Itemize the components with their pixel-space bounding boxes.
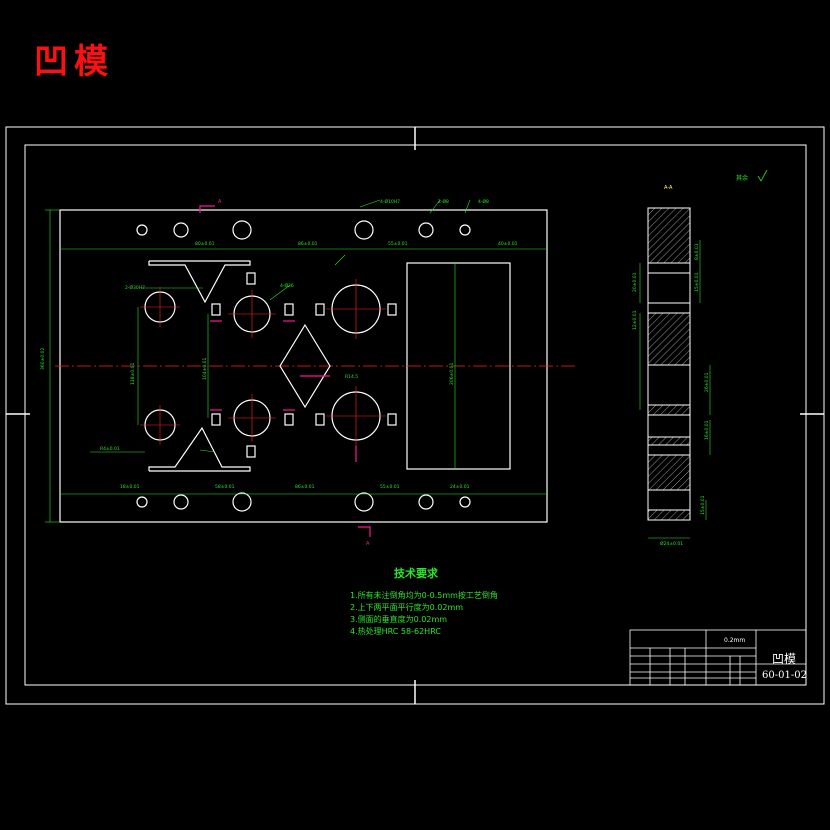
title-block-scale: 0.2mm bbox=[724, 637, 746, 644]
svg-text:2-Ø8: 2-Ø8 bbox=[438, 198, 449, 205]
svg-text:55±0.01: 55±0.01 bbox=[388, 241, 408, 247]
svg-text:Ø24±0.01: Ø24±0.01 bbox=[660, 540, 683, 547]
pilot-slots bbox=[211, 272, 397, 458]
svg-text:80±0.01: 80±0.01 bbox=[195, 241, 215, 247]
title-block bbox=[629, 629, 807, 686]
svg-text:86±0.01: 86±0.01 bbox=[295, 484, 315, 490]
svg-text:R14.5: R14.5 bbox=[345, 374, 358, 380]
svg-text:12±0.01: 12±0.01 bbox=[632, 310, 638, 330]
page-title: 凹模 bbox=[34, 42, 114, 82]
svg-text:2-Ø30H7: 2-Ø30H7 bbox=[125, 284, 145, 291]
technical-requirements: 技术要求 1.所有未注倒角均为0-0.5mm按工艺倒角 2.上下两平面平行度为0… bbox=[350, 568, 498, 638]
title-block-drawing-code: 60-01-02 bbox=[762, 670, 807, 681]
section-hatching bbox=[648, 208, 690, 520]
section-marker-bottom: A bbox=[366, 541, 370, 547]
section-view-label: A-A bbox=[664, 185, 673, 191]
svg-text:58±0.01: 58±0.01 bbox=[215, 484, 235, 490]
svg-text:24±0.01: 24±0.01 bbox=[450, 484, 470, 490]
roughness-icon bbox=[757, 169, 768, 182]
title-block-part-name: 凹模 bbox=[772, 652, 797, 666]
svg-text:4-Ø10H7: 4-Ø10H7 bbox=[380, 198, 400, 205]
svg-text:15±0.01: 15±0.01 bbox=[700, 495, 706, 515]
svg-text:104±0.01: 104±0.01 bbox=[202, 357, 208, 380]
svg-text:26±0.01: 26±0.01 bbox=[704, 372, 710, 392]
section-dim-text: Ø24±0.01 20±0.01 12±0.01 8±0.01 15±0.01 … bbox=[632, 243, 710, 547]
dimension-text: 360±0.02 18±0.01 58±0.01 86±0.01 55±0.01… bbox=[40, 198, 518, 490]
svg-text:4-Ø36: 4-Ø36 bbox=[280, 282, 294, 289]
notes-heading: 技术要求 bbox=[394, 567, 438, 580]
svg-text:8±0.01: 8±0.01 bbox=[694, 243, 700, 260]
diamond-cavity bbox=[279, 323, 331, 409]
svg-text:360±0.02: 360±0.02 bbox=[40, 347, 46, 370]
pink-marks bbox=[199, 205, 371, 537]
section-marker-top: A bbox=[218, 199, 222, 205]
hole-centerlines bbox=[140, 279, 386, 446]
bottom-holes bbox=[136, 492, 471, 512]
roughness-note: 其余 bbox=[736, 174, 748, 182]
note-item: 4.热处理HRC 58-62HRC bbox=[350, 627, 441, 636]
v-profiles bbox=[148, 260, 251, 472]
svg-text:R4±0.01: R4±0.01 bbox=[100, 446, 120, 452]
svg-text:15±0.01: 15±0.01 bbox=[694, 272, 700, 292]
svg-text:40±0.01: 40±0.01 bbox=[498, 241, 518, 247]
svg-text:4-Ø8: 4-Ø8 bbox=[478, 198, 489, 205]
top-holes bbox=[136, 220, 471, 240]
svg-text:118±0.01: 118±0.01 bbox=[130, 362, 136, 385]
svg-text:16±0.01: 16±0.01 bbox=[704, 420, 710, 440]
svg-text:206±0.01: 206±0.01 bbox=[449, 362, 455, 385]
section-dimensions bbox=[639, 240, 711, 539]
note-item: 1.所有未注倒角均为0-0.5mm按工艺倒角 bbox=[350, 591, 498, 600]
svg-text:55±0.01: 55±0.01 bbox=[380, 484, 400, 490]
note-item: 3.侧面的垂直度为0.02mm bbox=[350, 615, 448, 624]
dimension-lines bbox=[45, 199, 547, 523]
svg-text:18±0.01: 18±0.01 bbox=[120, 484, 140, 490]
svg-text:86±0.01: 86±0.01 bbox=[298, 241, 318, 247]
svg-text:20±0.01: 20±0.01 bbox=[632, 272, 638, 292]
punch-holes bbox=[144, 284, 381, 441]
note-item: 2.上下两平面平行度为0.02mm bbox=[350, 603, 464, 612]
centering-marks bbox=[6, 127, 824, 704]
